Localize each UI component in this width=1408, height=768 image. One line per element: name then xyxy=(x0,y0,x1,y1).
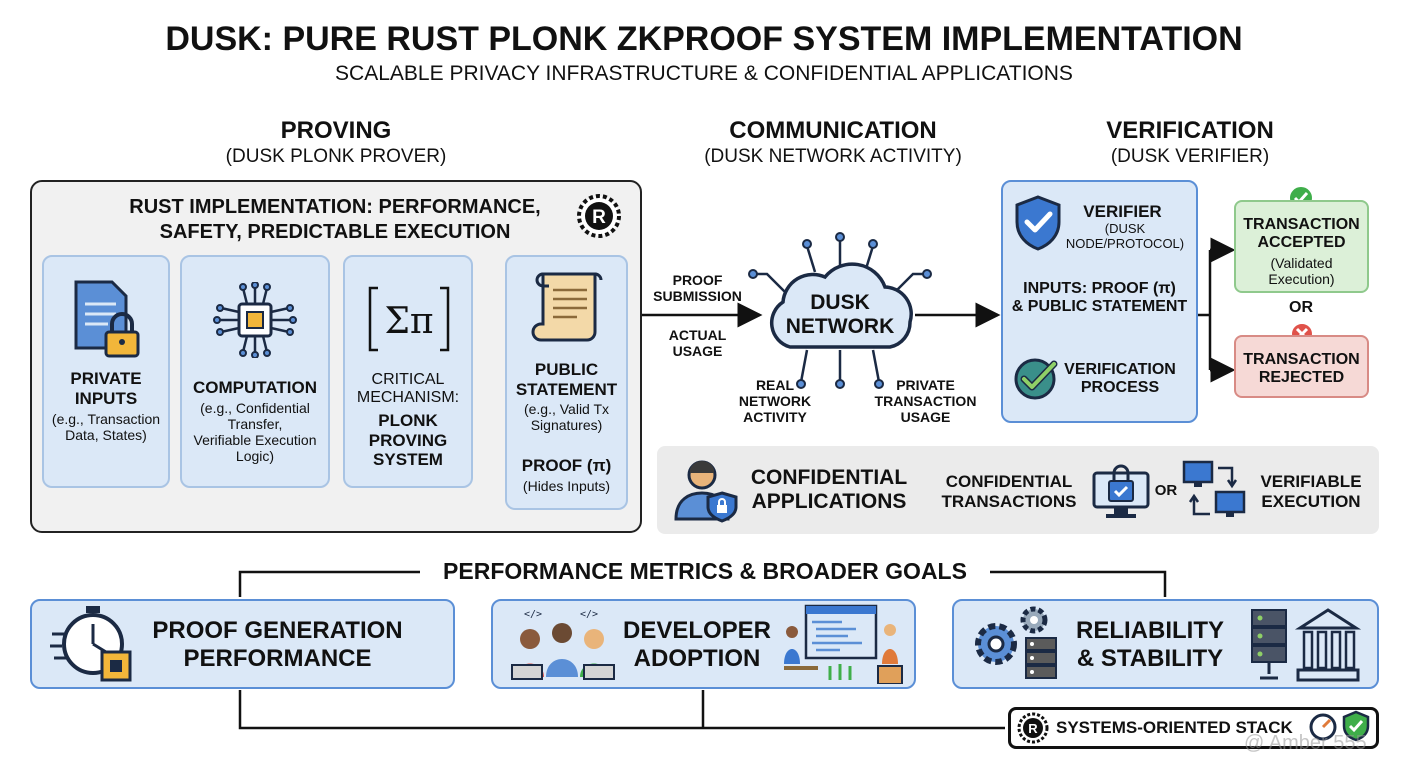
shield-check-icon xyxy=(1013,194,1063,252)
rust-logo-icon: R xyxy=(576,193,622,239)
computation-label: COMPUTATION xyxy=(192,378,318,397)
transaction-rejected-box xyxy=(1234,335,1369,398)
gauge-icon xyxy=(1308,712,1338,742)
page-subtitle: SCALABLE PRIVACY INFRASTRUCTURE & CONFID… xyxy=(335,62,1073,85)
verifier-label: VERIFIER xyxy=(1083,202,1162,221)
transaction-accepted-box xyxy=(1234,200,1369,293)
sigma-pi-icon: Σπ xyxy=(368,284,450,354)
mechanism-card xyxy=(343,255,473,488)
confidential-applications-panel xyxy=(657,446,1379,534)
stack-label: SYSTEMS-ORIENTED STACK xyxy=(1056,718,1293,737)
reliability-label: RELIABILITY& STABILITY xyxy=(1076,617,1224,672)
developers-group-icon: </> </> xyxy=(508,603,620,683)
or-label: OR xyxy=(1289,299,1313,316)
svg-text:</>: </> xyxy=(580,609,598,620)
rust-panel-title-2: SAFETY, PREDICTABLE EXECUTION xyxy=(159,221,511,243)
svg-text:R: R xyxy=(592,207,606,228)
section-sub-verification: (DUSK VERIFIER) xyxy=(1110,146,1270,167)
verifier-inputs-label: INPUTS: PROOF (π)& PUBLIC STATEMENT xyxy=(1011,280,1188,316)
section-heading-communication: COMMUNICATION xyxy=(729,117,937,144)
svg-text:R: R xyxy=(1028,721,1038,736)
stopwatch-chip-icon xyxy=(48,604,140,686)
scroll-icon xyxy=(529,266,607,346)
svg-text:Σπ: Σπ xyxy=(384,301,433,342)
proof-desc: (Hides Inputs) xyxy=(522,478,611,494)
proof-label: PROOF (π) xyxy=(521,456,612,475)
metrics-heading: PERFORMANCE METRICS & BROADER GOALS xyxy=(443,558,967,584)
developer-presentation-icon xyxy=(782,604,906,685)
section-sub-proving: (DUSK PLONK PROVER) xyxy=(225,146,447,167)
page-title: DUSK: PURE RUST PLONK ZKPROOF SYSTEM IMP… xyxy=(165,20,1243,58)
cpu-chip-icon xyxy=(213,281,297,359)
monitor-lock-icon xyxy=(1090,459,1152,521)
section-heading-proving: PROVING xyxy=(280,117,392,144)
check-circle-icon xyxy=(1012,356,1058,402)
computers-sync-icon xyxy=(1180,458,1248,524)
stack-rust-logo-icon: R xyxy=(1017,712,1049,744)
svg-text:</>: </> xyxy=(524,609,542,620)
dusk-network-cloud-icon xyxy=(745,232,935,392)
server-bank-icon xyxy=(1248,604,1362,686)
watermark: @ Amber 555 xyxy=(1244,732,1367,754)
section-sub-communication: (DUSK NETWORK ACTIVITY) xyxy=(704,146,962,167)
stack-shield-icon xyxy=(1342,710,1370,742)
apps-or-label: OR xyxy=(1154,482,1178,499)
user-shield-icon xyxy=(672,457,742,523)
gears-servers-icon xyxy=(968,604,1060,686)
section-heading-verification: VERIFICATION xyxy=(1106,117,1274,144)
document-lock-icon xyxy=(70,278,142,358)
rust-panel-title-1: RUST IMPLEMENTATION: PERFORMANCE, xyxy=(129,196,541,218)
